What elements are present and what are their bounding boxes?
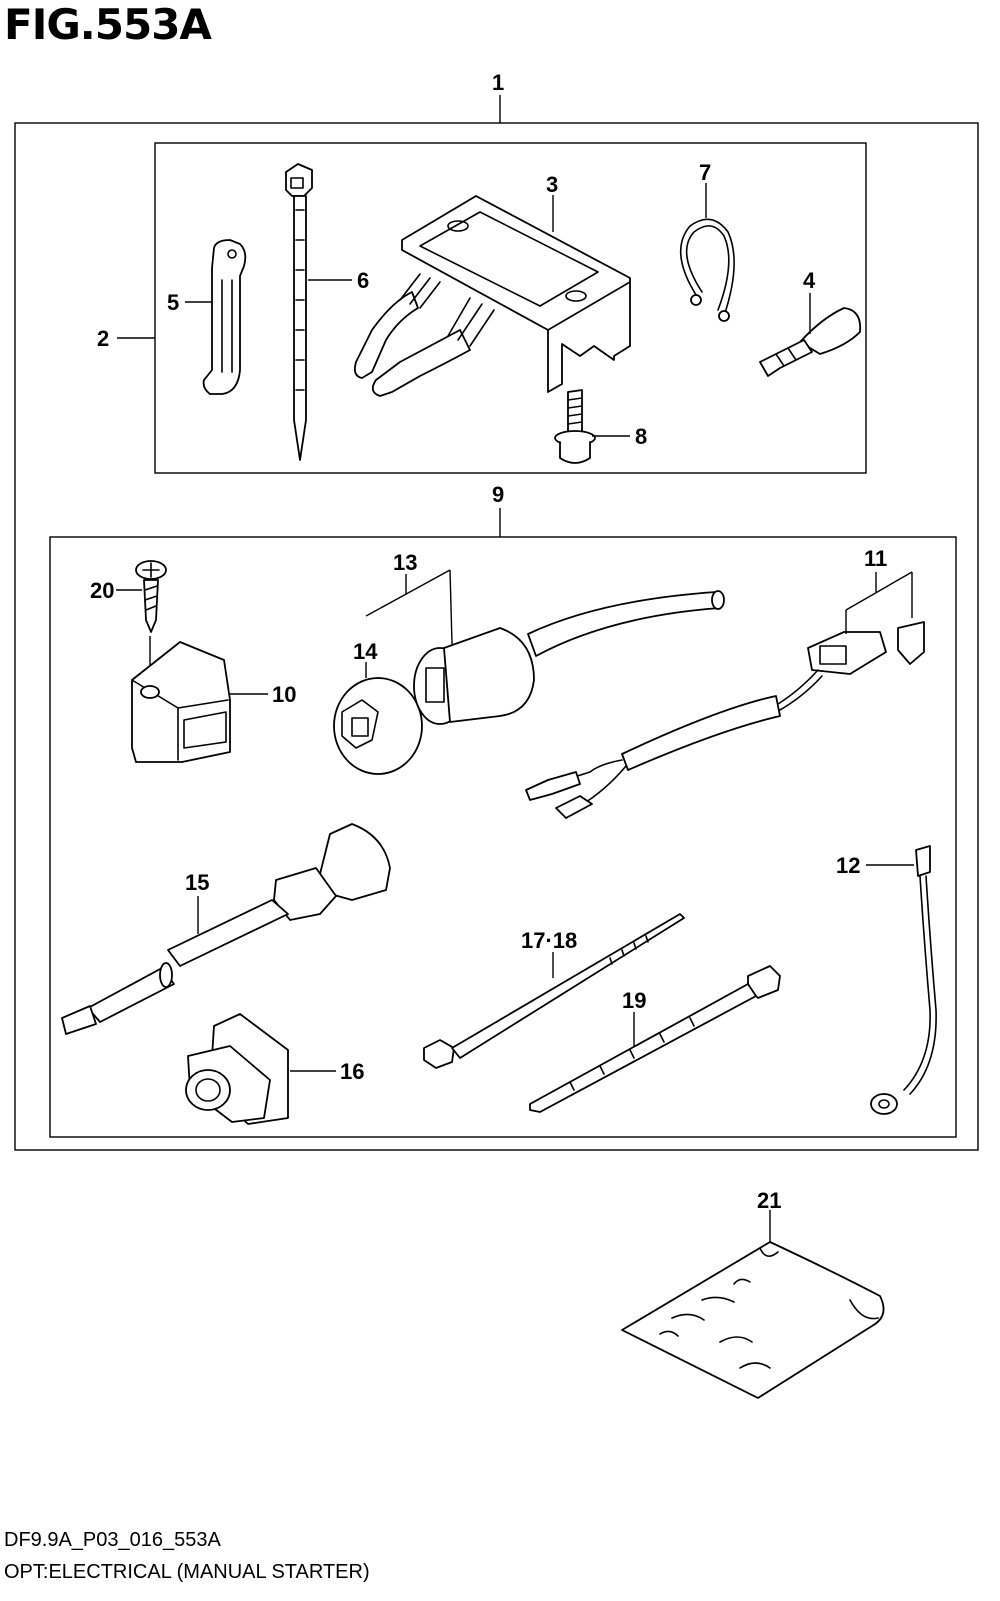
part-7-band (679, 218, 735, 322)
callout-16[interactable]: 16 (340, 1059, 364, 1084)
subassembly-frame-9 (49, 536, 957, 1138)
callout-9[interactable]: 9 (492, 482, 504, 507)
part-3-rectifier (353, 195, 631, 397)
part-15-connector-lead (61, 823, 391, 1035)
part-11-fuse-harness (525, 621, 925, 819)
callout-3[interactable]: 3 (546, 172, 558, 197)
callout-15[interactable]: 15 (185, 870, 209, 895)
callout-2[interactable]: 2 (97, 326, 109, 351)
callout-13[interactable]: 13 (393, 550, 417, 575)
callout-5[interactable]: 5 (167, 290, 179, 315)
drawing-code: DF9.9A_P03_016_553A (4, 1529, 221, 1551)
callout-11[interactable]: 11 (864, 546, 887, 571)
callout-17-18[interactable]: 17·18 (521, 928, 577, 953)
callout-7[interactable]: 7 (699, 160, 711, 185)
part-4-plug (759, 307, 862, 377)
part-17-18-cable-tie (423, 913, 685, 1069)
assembly-frame (14, 122, 979, 1151)
callout-21[interactable]: 21 (757, 1188, 781, 1213)
part-10-clip (131, 641, 231, 763)
drawing-name: OPT:ELECTRICAL (MANUAL STARTER) (4, 1561, 370, 1583)
part-6-cable-tie (285, 163, 313, 461)
callout-19[interactable]: 19 (622, 988, 646, 1013)
part-16-grommet (185, 1013, 289, 1125)
callout-10[interactable]: 10 (272, 682, 296, 707)
part-12-ground-wire (870, 845, 937, 1115)
callout-4[interactable]: 4 (803, 268, 816, 293)
subassembly-frame-2 (154, 142, 867, 474)
callout-1[interactable]: 1 (492, 70, 504, 95)
part-8-bolt (554, 389, 596, 464)
callout-6[interactable]: 6 (357, 268, 369, 293)
callout-20[interactable]: 20 (90, 578, 114, 603)
figure-title: FIG.553A (4, 0, 212, 49)
part-21-bag (621, 1241, 885, 1399)
callout-14[interactable]: 14 (353, 639, 378, 664)
part-5-clamp (202, 239, 247, 395)
part-13-connector-lead (413, 590, 725, 725)
part-14-connector-cap (333, 677, 423, 775)
part-20-screw (135, 560, 167, 633)
callout-8[interactable]: 8 (635, 424, 647, 449)
callout-12[interactable]: 12 (836, 853, 860, 878)
part-19-cable-tie (529, 965, 781, 1113)
